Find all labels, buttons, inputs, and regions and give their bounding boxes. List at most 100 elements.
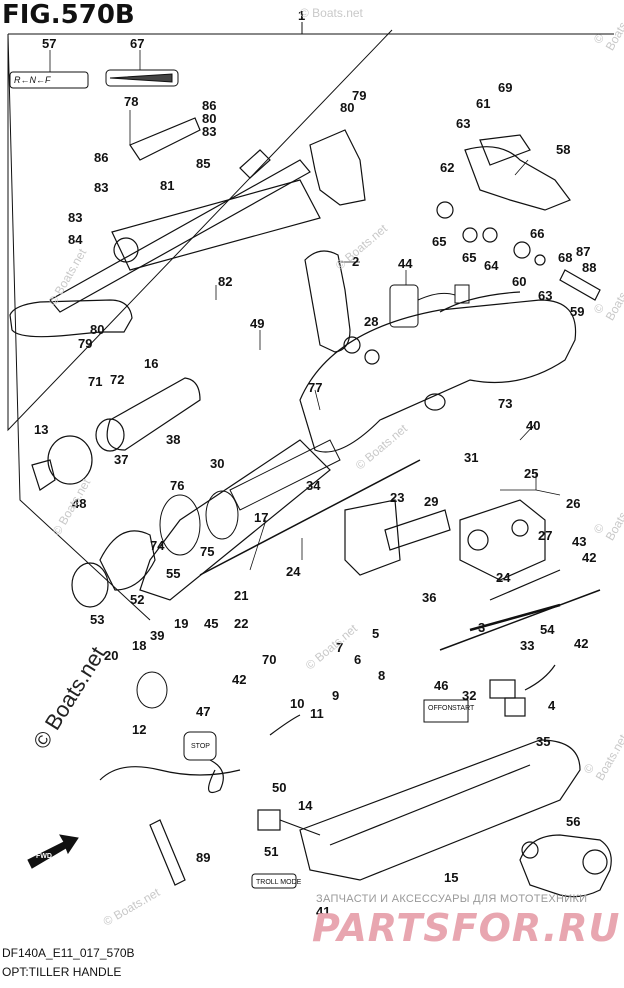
tiller-base xyxy=(299,739,581,881)
part-callout-84: 84 xyxy=(68,232,83,247)
diagram-stroke xyxy=(482,227,498,243)
arrow-decal xyxy=(105,69,179,87)
part-callout-4: 4 xyxy=(548,698,556,713)
part-callout-55: 55 xyxy=(166,566,180,581)
throttle-grip xyxy=(31,377,201,491)
part-callout-29: 29 xyxy=(424,494,438,509)
switch-label-on: ON xyxy=(442,705,453,712)
diagram-stroke xyxy=(149,819,186,886)
part-callout-60: 60 xyxy=(512,274,526,289)
part-callout-42: 42 xyxy=(574,636,588,651)
fwd-text: FWD xyxy=(36,853,52,860)
diagram-stroke xyxy=(139,439,331,601)
part-callout-71: 71 xyxy=(88,374,102,389)
steering-bracket xyxy=(436,134,601,301)
diagram-stroke xyxy=(582,849,608,875)
diagram-stroke xyxy=(99,766,241,781)
diagram-stroke xyxy=(384,509,451,551)
part-callout-53: 53 xyxy=(90,612,104,627)
lanyard-cord xyxy=(99,714,301,886)
part-callout-1: 1 xyxy=(298,8,305,23)
part-callout-35: 35 xyxy=(536,734,550,749)
diagram-stroke xyxy=(304,250,351,353)
fwd-arrow xyxy=(27,834,79,869)
figure-title: FIG.570B xyxy=(2,0,135,30)
troll-mode-text: TROLL MODE xyxy=(256,879,302,886)
part-callout-14: 14 xyxy=(298,798,313,813)
diagram-stroke xyxy=(504,697,526,717)
part-callout-37: 37 xyxy=(114,452,128,467)
diagram-stroke xyxy=(462,227,478,243)
part-callout-78: 78 xyxy=(124,94,138,109)
diagram-stroke xyxy=(299,299,577,453)
part-callout-62: 62 xyxy=(440,160,454,175)
part-callout-39: 39 xyxy=(150,628,164,643)
shift-lever xyxy=(304,250,380,365)
part-callout-51: 51 xyxy=(264,844,278,859)
throttle-rod xyxy=(199,459,421,576)
diagram-stroke xyxy=(99,530,156,591)
part-callout-5: 5 xyxy=(372,626,379,641)
part-callout-86: 86 xyxy=(202,98,216,113)
diagram-stroke xyxy=(511,519,529,537)
diagram-stroke xyxy=(49,159,311,313)
diagram-stroke xyxy=(489,679,516,699)
shift-decal-text: R←N←F xyxy=(14,75,51,85)
diagram-stroke xyxy=(71,562,109,608)
part-callout-33: 33 xyxy=(520,638,534,653)
part-callout-26: 26 xyxy=(566,496,580,511)
diagram-stroke xyxy=(424,393,446,411)
part-callout-42: 42 xyxy=(582,550,596,565)
part-callout-25: 25 xyxy=(524,466,538,481)
option-label: OPT:TILLER HANDLE xyxy=(2,965,122,979)
diagram-stroke xyxy=(299,739,581,881)
stop-text: STOP xyxy=(191,743,210,750)
part-callout-80: 80 xyxy=(340,100,354,115)
diagram-stroke xyxy=(519,424,535,441)
part-callout-12: 12 xyxy=(132,722,146,737)
kill-switch xyxy=(389,284,419,328)
promo-tagline: ЗАПЧАСТИ И АКСЕССУАРЫ ДЛЯ МОТОТЕХНИКИ xyxy=(316,893,588,905)
group-frame xyxy=(7,29,393,432)
diagram-stroke xyxy=(239,149,271,179)
part-callout-87: 87 xyxy=(576,244,590,259)
part-callout-41: 41 xyxy=(316,904,330,919)
part-callout-75: 75 xyxy=(200,544,214,559)
promo-brand: PARTSFOR.RU xyxy=(312,906,621,950)
part-callout-13: 13 xyxy=(34,422,48,437)
part-callout-58: 58 xyxy=(556,142,570,157)
part-callout-20: 20 xyxy=(104,648,118,663)
part-callout-83: 83 xyxy=(68,210,82,225)
part-callout-43: 43 xyxy=(572,534,586,549)
watermark: © Boats.net xyxy=(300,6,363,20)
part-callout-81: 81 xyxy=(160,178,174,193)
diagram-stroke xyxy=(329,764,531,846)
part-callout-65: 65 xyxy=(432,234,446,249)
part-callout-28: 28 xyxy=(364,314,378,329)
diagram-stroke xyxy=(257,809,281,831)
diagram-stroke xyxy=(269,714,301,736)
grip-end xyxy=(71,530,156,608)
part-callout-76: 76 xyxy=(170,478,184,493)
part-callout-8: 8 xyxy=(378,668,385,683)
part-callout-44: 44 xyxy=(398,256,413,271)
part-callout-80: 80 xyxy=(202,111,216,126)
diagram-stroke xyxy=(343,336,361,354)
shift-decal xyxy=(9,71,89,89)
part-callout-54: 54 xyxy=(540,622,555,637)
end-cap xyxy=(519,834,612,898)
part-callout-79: 79 xyxy=(78,336,92,351)
diagram-stroke xyxy=(109,73,173,83)
troll-switch xyxy=(257,809,321,836)
diagram-stroke xyxy=(249,519,267,571)
part-callout-50: 50 xyxy=(272,780,286,795)
diagram-stroke xyxy=(524,664,556,691)
part-callout-48: 48 xyxy=(72,496,86,511)
part-callout-30: 30 xyxy=(210,456,224,471)
part-callout-63: 63 xyxy=(538,288,552,303)
part-callout-17: 17 xyxy=(254,510,268,525)
model-code: DF140A_E11_017_570B xyxy=(2,946,135,960)
diagram-stroke xyxy=(521,841,539,859)
friction-washer xyxy=(205,490,239,540)
